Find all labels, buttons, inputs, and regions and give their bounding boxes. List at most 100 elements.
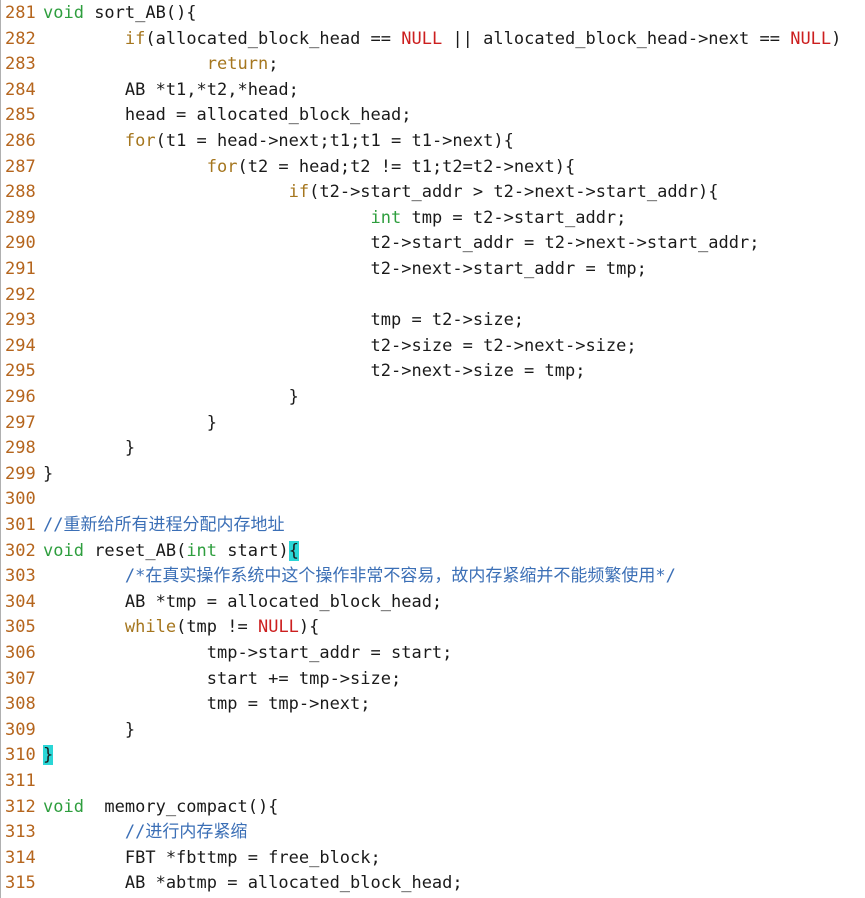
code-token: } — [43, 438, 136, 459]
line-number: 291 — [5, 259, 36, 279]
code-token: NULL — [257, 617, 299, 638]
line-number: 313 — [5, 822, 36, 843]
code-line[interactable]: 311 — [1, 769, 865, 795]
code-token: (t1 = head->next;t1;t1 = t1->next){ — [155, 131, 514, 151]
code-line[interactable]: 296 } — [1, 385, 865, 411]
code-line[interactable]: 306 tmp->start_addr = start; — [1, 641, 865, 667]
line-number: 311 — [5, 771, 36, 791]
code-token: } — [43, 719, 136, 740]
code-token: int — [186, 540, 218, 561]
code-token: void — [43, 540, 84, 561]
line-number: 315 — [5, 873, 36, 894]
code-token — [43, 182, 289, 202]
code-token — [43, 29, 125, 49]
code-token: int — [370, 207, 402, 228]
code-line[interactable]: 292 — [1, 283, 865, 309]
code-line[interactable]: 299} — [1, 462, 865, 488]
line-number: 287 — [5, 156, 36, 177]
code-text: void sort_AB(){ — [41, 1, 197, 27]
line-number: 305 — [5, 617, 36, 638]
code-text: } — [41, 743, 54, 769]
code-line[interactable]: 304 AB *tmp = allocated_block_head; — [1, 590, 865, 616]
line-number: 284 — [5, 79, 36, 100]
code-line[interactable]: 313 //进行内存紧缩 — [1, 820, 865, 846]
code-token: return — [206, 54, 269, 75]
code-line[interactable]: 293 tmp = t2->size; — [1, 308, 865, 334]
code-line[interactable]: 298 } — [1, 436, 865, 462]
code-text: } — [41, 411, 217, 437]
code-token: t2->next->size = tmp; — [43, 361, 586, 382]
code-line[interactable]: 315 AB *abtmp = allocated_block_head; — [1, 871, 865, 897]
code-token: } — [43, 463, 54, 484]
code-line[interactable]: 310} — [1, 743, 865, 769]
code-token — [43, 131, 125, 151]
code-token: /*在真实操作系统中这个操作非常不容易，故内存紧缩并不能频繁使用*/ — [124, 566, 676, 587]
line-number: 281 — [5, 3, 36, 23]
code-text: } — [41, 462, 53, 488]
line-number: 289 — [5, 207, 36, 228]
code-line[interactable]: 291 t2->next->start_addr = tmp; — [1, 257, 865, 283]
line-number: 297 — [5, 412, 36, 433]
code-line[interactable]: 301//重新给所有进程分配内存地址 — [1, 513, 865, 539]
line-number: 312 — [5, 796, 36, 817]
code-token: NULL — [790, 28, 832, 49]
code-line[interactable]: 282 if(allocated_block_head == NULL || a… — [1, 27, 865, 53]
code-token: tmp = t2->start_addr; — [401, 207, 627, 228]
line-number: 303 — [5, 566, 36, 587]
code-token: memory_compact(){ — [83, 796, 279, 817]
code-token: while — [124, 617, 177, 638]
line-number: 309 — [5, 719, 36, 740]
code-token: sort_AB(){ — [83, 3, 197, 23]
code-line[interactable]: 290 t2->start_addr = t2->next->start_add… — [1, 231, 865, 257]
code-line[interactable]: 287 for(t2 = head;t2 != t1;t2=t2->next){ — [1, 155, 865, 181]
code-line[interactable]: 309 } — [1, 718, 865, 744]
line-number: 301 — [5, 515, 36, 535]
code-line[interactable]: 286 for(t1 = head->next;t1;t1 = t1->next… — [1, 129, 865, 155]
code-token: reset_AB( — [83, 540, 187, 561]
code-text: AB *abtmp = allocated_block_head; — [41, 871, 463, 897]
code-token: ; — [268, 54, 279, 75]
line-number: 308 — [5, 694, 36, 715]
code-line[interactable]: 300 — [1, 487, 865, 513]
code-token — [43, 54, 207, 74]
code-text: AB *t1,*t2,*head; — [41, 78, 299, 104]
code-text: //重新给所有进程分配内存地址 — [41, 513, 284, 539]
line-number: 294 — [5, 335, 36, 356]
code-line[interactable]: 303 /*在真实操作系统中这个操作非常不容易，故内存紧缩并不能频繁使用*/ — [1, 564, 865, 590]
code-line[interactable]: 289 int tmp = t2->start_addr; — [1, 206, 865, 232]
code-line[interactable]: 297 } — [1, 411, 865, 437]
line-number: 290 — [5, 233, 36, 254]
code-text: t2->start_addr = t2->next->start_addr; — [41, 231, 760, 257]
code-token: tmp = t2->size; — [43, 310, 525, 331]
code-token: NULL — [401, 28, 443, 49]
line-number: 306 — [5, 643, 36, 663]
code-line[interactable]: 284 AB *t1,*t2,*head; — [1, 78, 865, 104]
code-line[interactable]: 285 head = allocated_block_head; — [1, 103, 865, 129]
code-text: } — [41, 436, 135, 462]
code-text: for(t2 = head;t2 != t1;t2=t2->next){ — [41, 155, 575, 181]
code-line[interactable]: 288 if(t2->start_addr > t2->next->start_… — [1, 180, 865, 206]
code-token: } — [43, 745, 54, 766]
code-line[interactable]: 283 return; — [1, 52, 865, 78]
line-number: 310 — [5, 745, 36, 766]
code-text: if(allocated_block_head == NULL || alloc… — [41, 27, 842, 53]
code-token — [43, 157, 207, 177]
code-line[interactable]: 295 t2->next->size = tmp; — [1, 359, 865, 385]
code-line[interactable]: 307 start += tmp->size; — [1, 667, 865, 693]
code-token: t2->next->start_addr = tmp; — [43, 259, 647, 279]
line-number: 293 — [5, 310, 36, 331]
code-line[interactable]: 308 tmp = tmp->next; — [1, 692, 865, 718]
line-number: 299 — [5, 463, 36, 484]
code-text: if(t2->start_addr > t2->next->start_addr… — [41, 180, 719, 206]
code-token: for — [124, 131, 156, 151]
line-number: 296 — [5, 387, 36, 407]
code-line[interactable]: 294 t2->size = t2->next->size; — [1, 334, 865, 360]
line-number: 300 — [5, 489, 36, 510]
code-line[interactable]: 314 FBT *fbttmp = free_block; — [1, 846, 865, 872]
code-line[interactable]: 305 while(tmp != NULL){ — [1, 615, 865, 641]
code-token: || allocated_block_head->next == — [442, 28, 791, 49]
